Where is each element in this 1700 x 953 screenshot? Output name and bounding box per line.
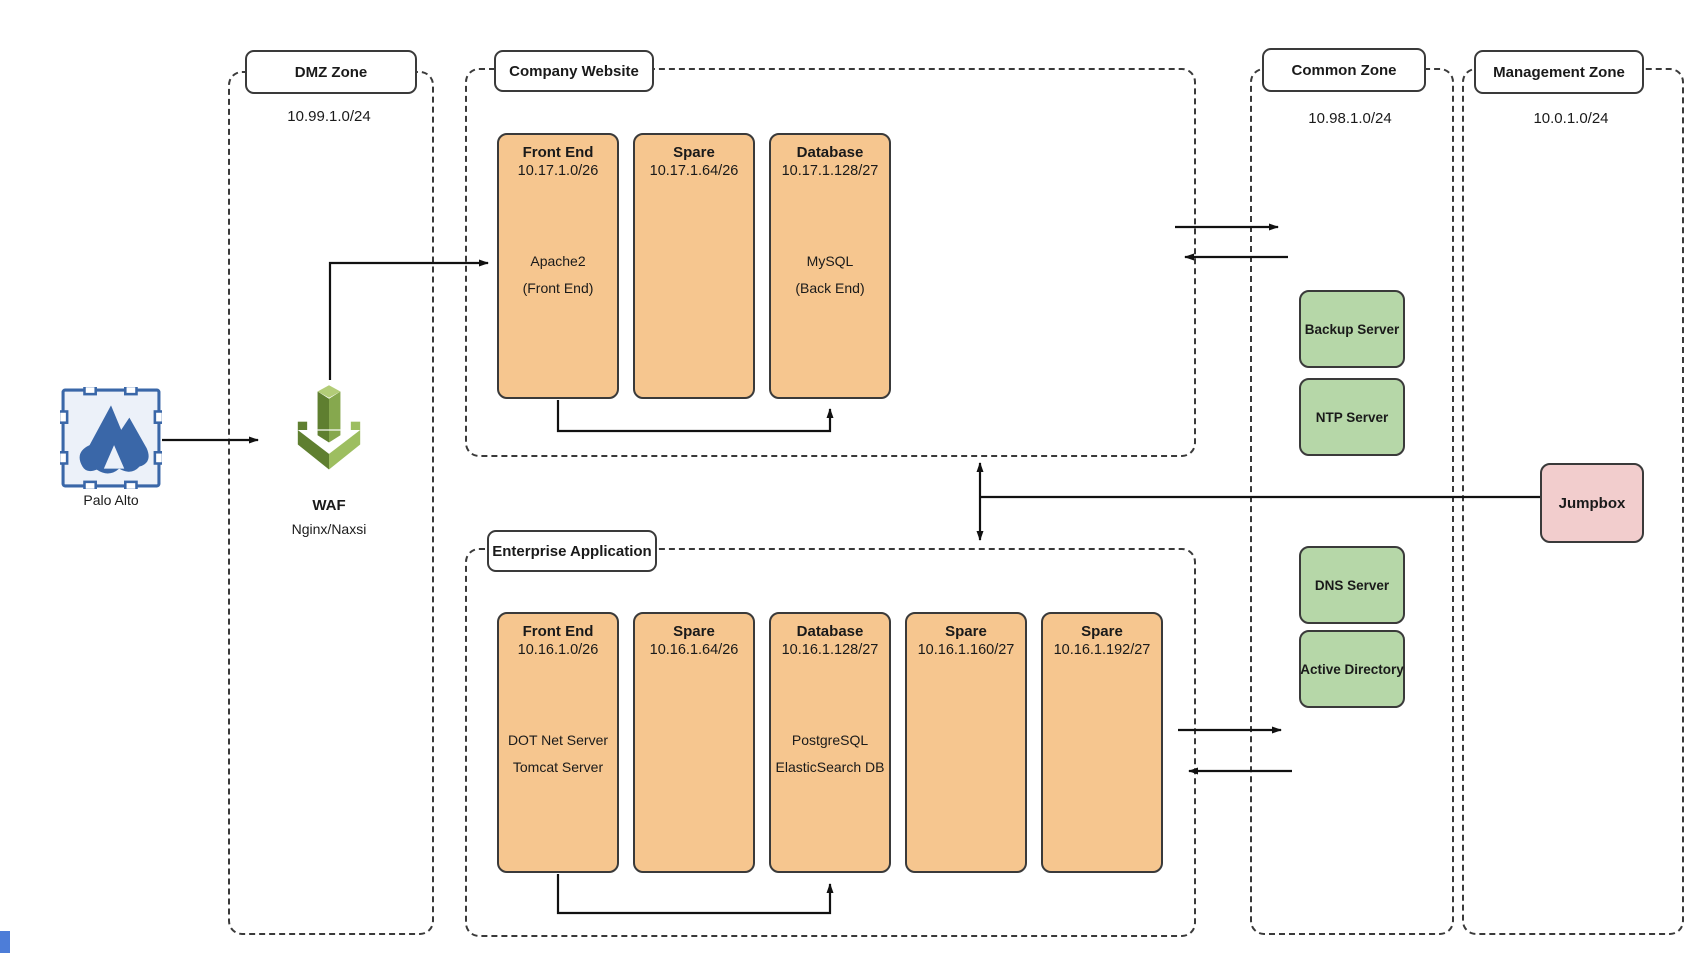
box-title: Front End bbox=[522, 623, 594, 640]
box-title: Spare bbox=[673, 144, 715, 161]
company-spare-box: Spare 10.17.1.64/26 bbox=[633, 133, 755, 399]
enterprise-database-box: Database 10.16.1.128/27 PostgreSQL Elast… bbox=[769, 612, 891, 873]
box-title: Database bbox=[796, 623, 864, 640]
waf-arrow-icon bbox=[275, 378, 383, 482]
box-subnet: 10.17.1.0/26 bbox=[517, 163, 599, 179]
active-directory-box: Active Directory bbox=[1299, 630, 1405, 708]
box-title: Database bbox=[796, 144, 864, 161]
wire-enterprise-frontend-to-database bbox=[556, 874, 834, 915]
zone-subnet-common: 10.98.1.0/24 bbox=[1308, 110, 1392, 127]
box-title: Spare bbox=[1081, 623, 1123, 640]
palo-alto-firewall-icon bbox=[57, 384, 165, 492]
box-body-line: Apache2 bbox=[530, 253, 586, 269]
box-body-line: DOT Net Server bbox=[507, 732, 609, 748]
zone-title-company-website: Company Website bbox=[494, 50, 654, 92]
enterprise-spare-box-2: Spare 10.16.1.160/27 bbox=[905, 612, 1027, 873]
box-body-line: MySQL bbox=[806, 253, 854, 269]
box-subnet: 10.16.1.64/26 bbox=[649, 642, 739, 658]
backup-server-box: Backup Server bbox=[1299, 290, 1405, 368]
box-subnet: 10.16.1.0/26 bbox=[517, 642, 599, 658]
enterprise-spare-box-1: Spare 10.16.1.64/26 bbox=[633, 612, 755, 873]
zone-title-dmz: DMZ Zone bbox=[245, 50, 417, 94]
box-title: Spare bbox=[945, 623, 987, 640]
wire-company-frontend-to-database bbox=[556, 400, 834, 433]
box-body-line: Tomcat Server bbox=[512, 759, 604, 775]
box-subnet: 10.17.1.128/27 bbox=[781, 163, 879, 179]
zone-title-enterprise-application: Enterprise Application bbox=[487, 530, 657, 572]
box-body-line: ElasticSearch DB bbox=[775, 759, 885, 775]
wire-waf-to-company-frontend bbox=[328, 259, 489, 380]
waf-sublabel: Nginx/Naxsi bbox=[291, 521, 367, 537]
box-title: Front End bbox=[522, 144, 594, 161]
zone-subnet-management: 10.0.1.0/24 bbox=[1533, 110, 1609, 127]
zone-title-common: Common Zone bbox=[1262, 48, 1426, 92]
zone-subnet-dmz: 10.99.1.0/24 bbox=[287, 108, 371, 125]
box-subnet: 10.17.1.64/26 bbox=[649, 163, 739, 179]
enterprise-spare-box-3: Spare 10.16.1.192/27 bbox=[1041, 612, 1163, 873]
box-body-line: (Front End) bbox=[522, 280, 594, 296]
box-subnet: 10.16.1.128/27 bbox=[781, 642, 879, 658]
palo-alto-label: Palo Alto bbox=[83, 492, 139, 508]
zone-enterprise-application bbox=[465, 548, 1196, 937]
company-frontend-box: Front End 10.17.1.0/26 Apache2 (Front En… bbox=[497, 133, 619, 399]
box-body-line: (Back End) bbox=[795, 280, 865, 296]
box-title: Spare bbox=[673, 623, 715, 640]
waf-label: WAF bbox=[312, 497, 346, 514]
dns-server-box: DNS Server bbox=[1299, 546, 1405, 624]
box-subnet: 10.16.1.192/27 bbox=[1053, 642, 1151, 658]
ntp-server-box: NTP Server bbox=[1299, 378, 1405, 456]
enterprise-frontend-box: Front End 10.16.1.0/26 DOT Net Server To… bbox=[497, 612, 619, 873]
box-subnet: 10.16.1.160/27 bbox=[917, 642, 1015, 658]
window-corner-artifact bbox=[0, 931, 10, 953]
company-database-box: Database 10.17.1.128/27 MySQL (Back End) bbox=[769, 133, 891, 399]
zone-title-management: Management Zone bbox=[1474, 50, 1644, 94]
jumpbox-box: Jumpbox bbox=[1540, 463, 1644, 543]
box-body-line: PostgreSQL bbox=[791, 732, 869, 748]
